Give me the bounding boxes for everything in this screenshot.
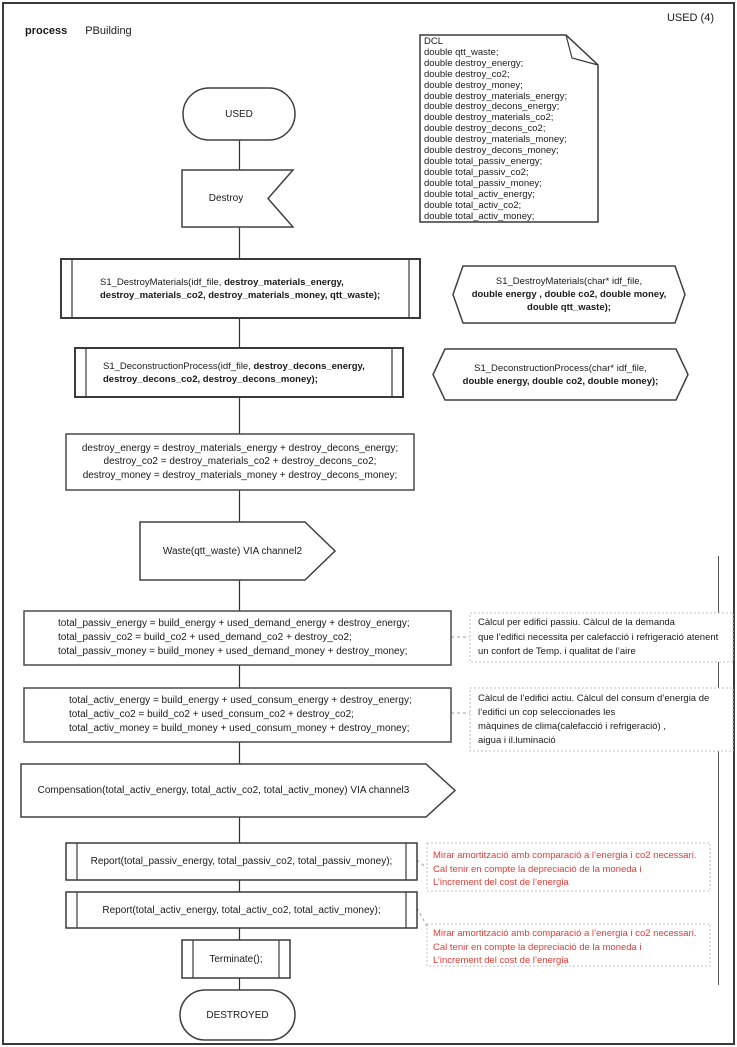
task-passiv-label: total_passiv_energy = build_energy + use…	[58, 618, 410, 657]
destroy-input-label: Destroy	[208, 193, 244, 204]
terminate-shape	[181, 939, 291, 979]
decl-deconstruction-args: double energy, double co2, double money)…	[462, 375, 659, 387]
report-activ-label: Report(total_activ_energy, total_activ_c…	[102, 904, 381, 916]
task-passiv-shape	[23, 610, 452, 666]
compensation-output-shape	[20, 763, 457, 818]
task-activ-shape	[23, 687, 452, 743]
decl-destroy-materials-prefix: S1_DestroyMaterials(char* idf_file,	[495, 276, 643, 287]
proc-deconstruction-shape	[74, 347, 404, 398]
page-label: USED (4)	[666, 12, 714, 24]
decl-deconstruction-prefix: S1_DeconstructionProcess(char* idf_file,	[474, 362, 647, 374]
proc-destroy-materials-label: S1_DestroyMaterials(idf_file, destroy_ma…	[100, 259, 412, 318]
dcl-note-shape	[419, 34, 599, 223]
comment-report-passiv-text: Mirar amortització amb comparació a l’en…	[433, 850, 697, 888]
proc-destroy-materials-args: destroy_materials_energy, destroy_materi…	[100, 276, 381, 301]
proc-destroy-materials-shape	[60, 258, 421, 319]
diagram-kind-label: process PBuilding	[25, 12, 132, 38]
process-name: PBuilding	[85, 25, 132, 37]
proc-deconstruction-label: S1_DeconstructionProcess(idf_file, destr…	[103, 348, 398, 397]
proc-deconstruction-prefix: S1_DeconstructionProcess(idf_file,	[103, 360, 254, 372]
report-passiv-label: Report(total_passiv_energy, total_passiv…	[90, 856, 393, 867]
decl-deconstruction-label: S1_DeconstructionProcess(char* idf_file,…	[433, 349, 688, 400]
proc-destroy-materials-prefix: S1_DestroyMaterials(idf_file,	[100, 276, 225, 288]
comment-report-activ-box	[426, 923, 711, 967]
comment-report-passiv-box	[426, 842, 711, 892]
used-state-shape	[182, 87, 296, 141]
task-destroy-shape	[65, 433, 415, 491]
comment-passiv-text: Càlcul per edifici passiu. Càlcul de la …	[478, 617, 719, 657]
task-destroy-label: destroy_energy = destroy_materials_energ…	[81, 442, 399, 481]
task-activ-label: total_activ_energy = build_energy + used…	[69, 695, 412, 734]
destroyed-state-shape	[179, 989, 296, 1041]
process-keyword: process	[25, 25, 68, 37]
comment-connector-lines	[416, 636, 470, 933]
decl-destroy-materials-shape	[452, 265, 686, 324]
decl-destroy-materials-args: double energy , double co2, double money…	[471, 289, 667, 313]
destroyed-state-label: DESTROYED	[206, 1009, 269, 1021]
comment-activ-box	[469, 687, 734, 752]
comment-activ-text: Càlcul de l’edifici actiu. Càlcul del co…	[478, 693, 710, 746]
waste-output-label: Waste(qtt_waste) VIA channel2	[162, 545, 303, 557]
decl-deconstruction-shape	[432, 348, 689, 401]
comment-passiv-box	[469, 612, 734, 663]
dcl-note-text: DCL double qtt_waste; double destroy_ene…	[424, 36, 568, 222]
comment-report-activ-text: Mirar amortització amb comparació a l’en…	[433, 928, 697, 966]
compensation-output-label: Compensation(total_activ_energy, total_a…	[37, 785, 410, 796]
report-passiv-shape	[65, 842, 418, 881]
destroy-input-shape	[181, 169, 295, 228]
report-activ-shape	[65, 891, 418, 929]
terminate-label: Terminate();	[209, 953, 263, 965]
proc-deconstruction-args: destroy_decons_energy, destroy_decons_co…	[103, 360, 365, 385]
used-state-label: USED	[225, 108, 253, 120]
waste-output-shape	[139, 521, 337, 581]
decl-destroy-materials-label: S1_DestroyMaterials(char* idf_file, doub…	[453, 266, 685, 323]
